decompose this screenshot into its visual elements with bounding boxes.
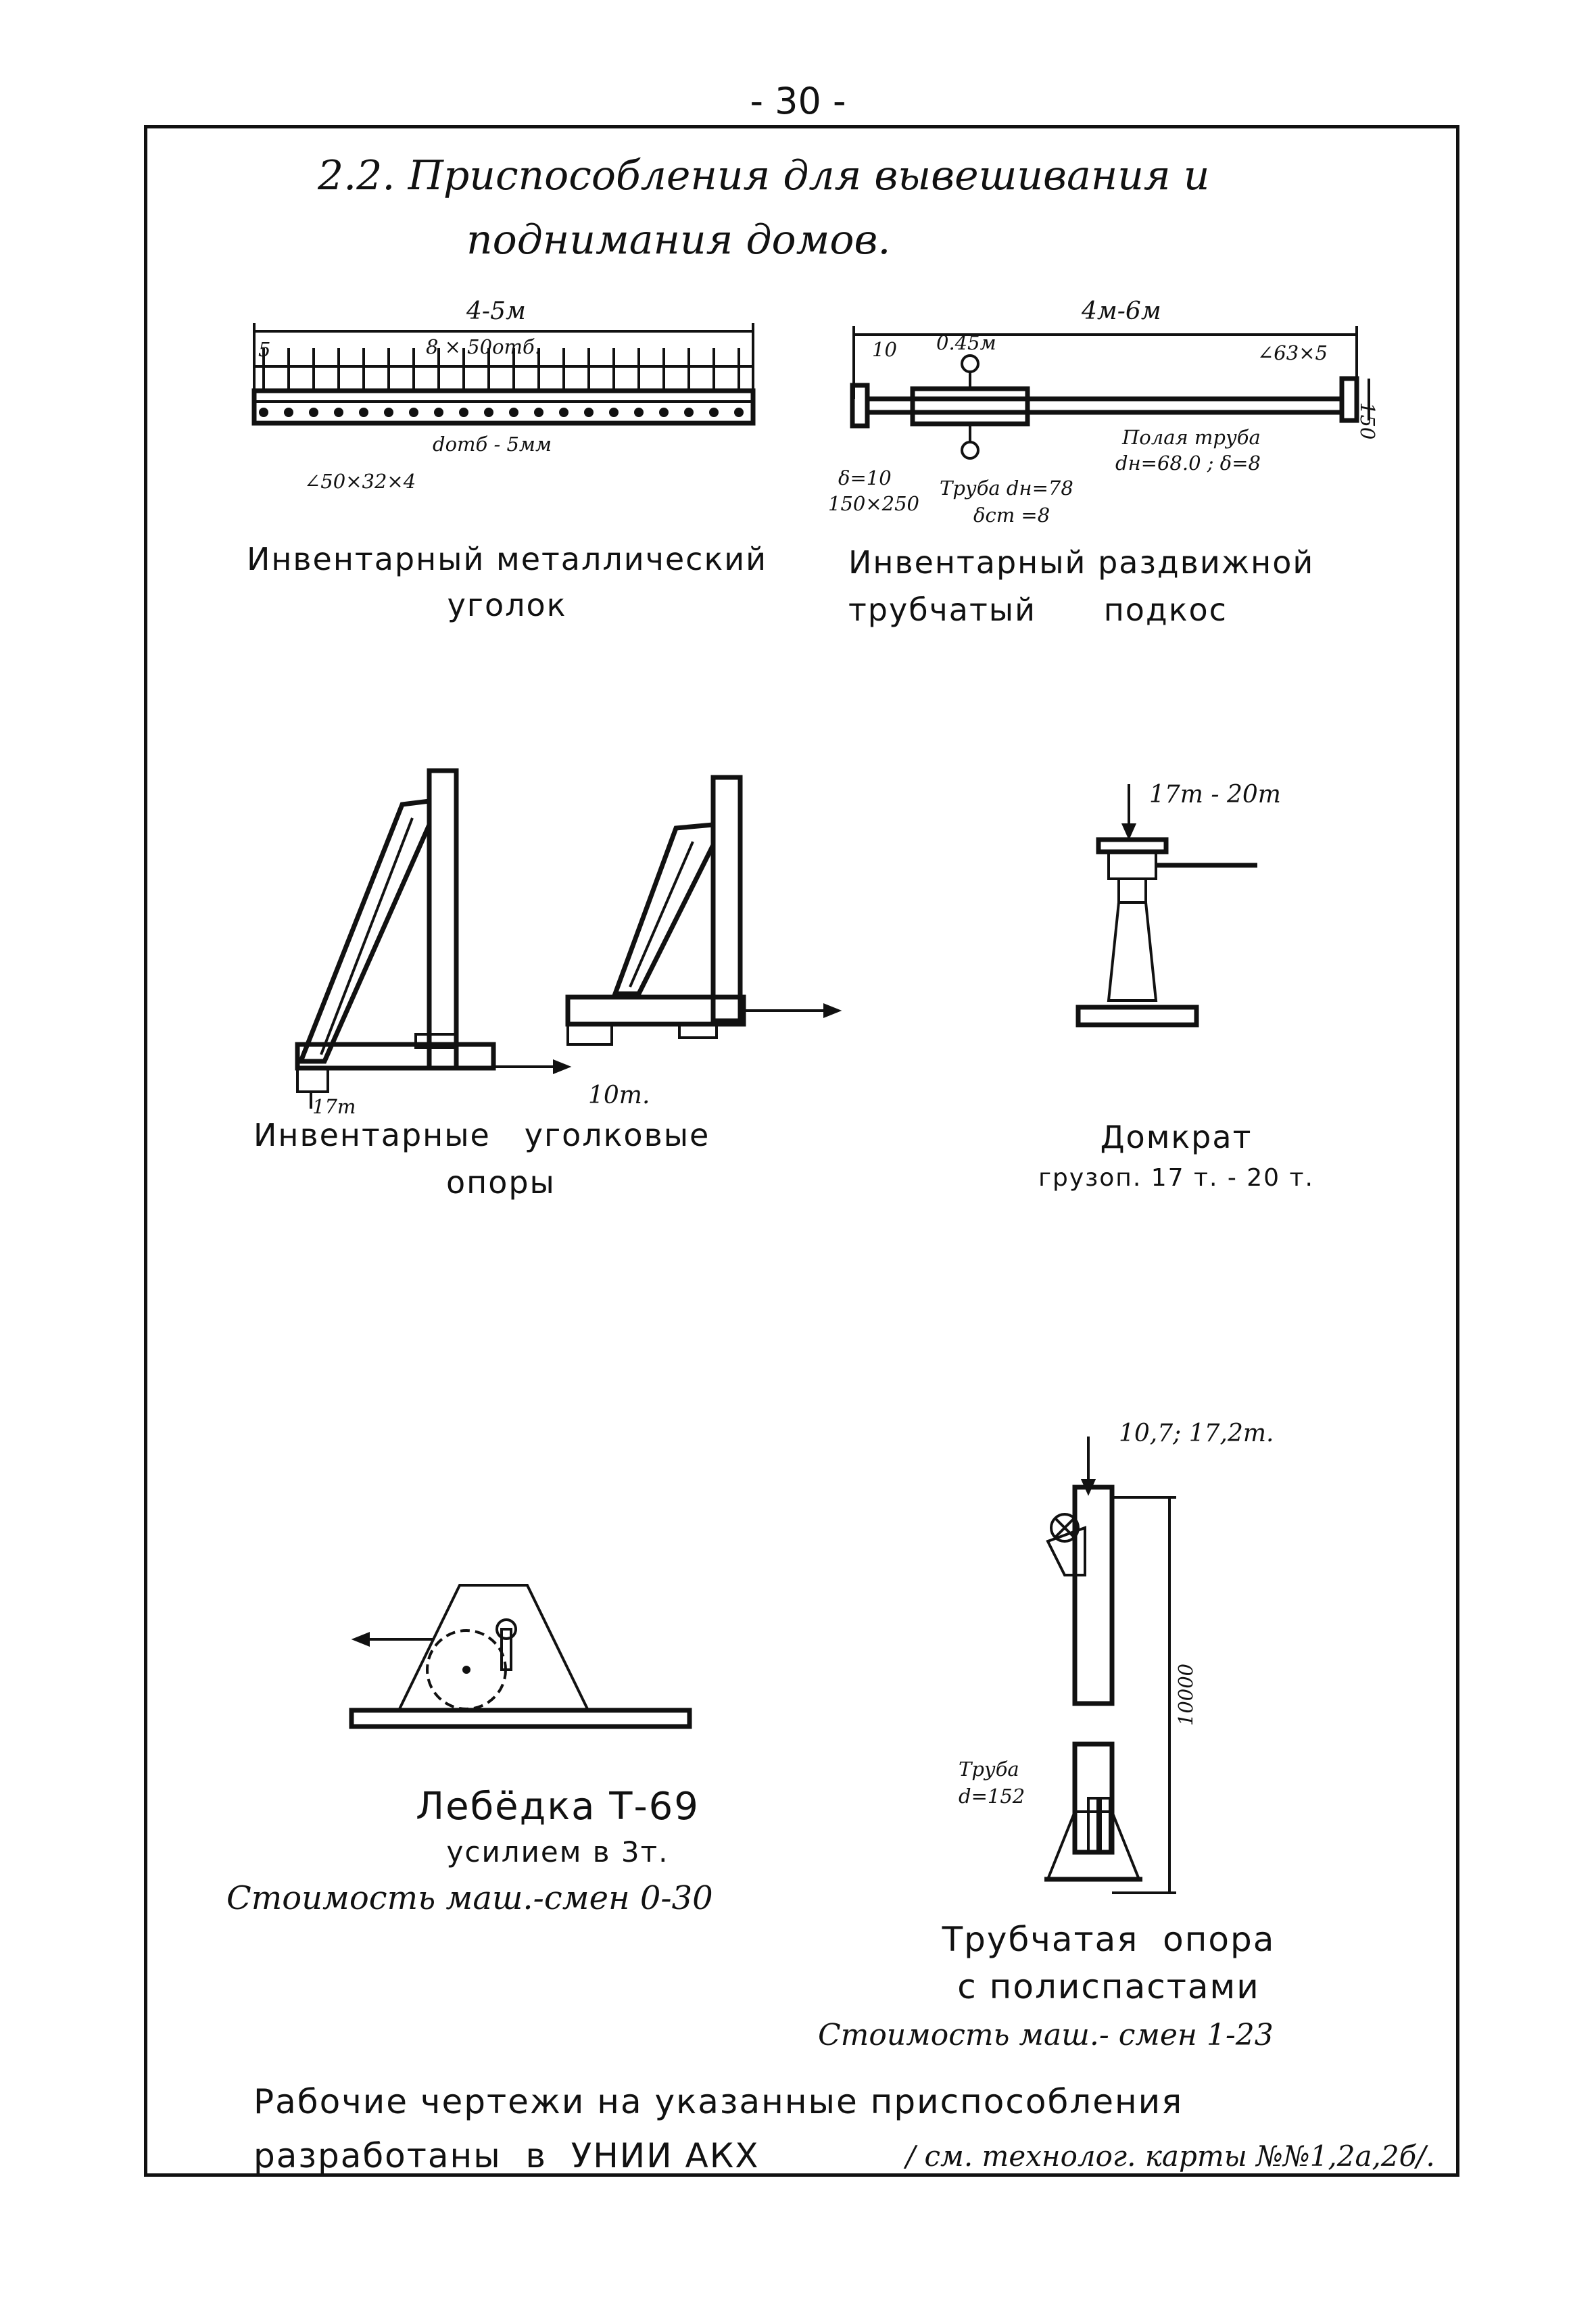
strut-label-hollow1: Полая труба xyxy=(1122,426,1261,449)
jack-drawing xyxy=(1075,784,1257,1028)
jack-load: 17т - 20т xyxy=(1149,781,1281,809)
hole-dot xyxy=(659,408,669,417)
hole-dot xyxy=(434,408,443,417)
angle-iron-dim-5: 5 xyxy=(258,338,271,361)
supports-load1: 17т xyxy=(312,1095,356,1118)
jack-caption-line1: Домкрат xyxy=(1100,1119,1253,1155)
hole-dot xyxy=(359,408,368,417)
strut-dim-10: 10 xyxy=(872,338,897,361)
strut-label-tube2: δст =8 xyxy=(973,504,1050,527)
hole-dot xyxy=(634,408,644,417)
angle-supports-drawing xyxy=(295,768,842,1109)
angle-iron-dim-total: 4-5м xyxy=(466,297,526,325)
hole-dot xyxy=(484,408,493,417)
angle-iron-dim-holes: 8 × 50отб. xyxy=(426,335,541,358)
strut-dim-angle: ∠63×5 xyxy=(1257,341,1328,364)
strut-label-tube1: Труба dн=78 xyxy=(940,477,1073,500)
hole-dot xyxy=(534,408,543,417)
footer-line2-ref: / см. технолог. карты №№1,2а,2б/. xyxy=(906,2140,1435,2173)
angle-iron-drawing xyxy=(251,323,756,426)
angle-iron-dim-profile: ∠50×32×4 xyxy=(304,470,416,493)
angle-iron-dim-hole-dia: dотб - 5мм xyxy=(433,433,552,456)
supports-caption-line1: Инвентарные уголковые xyxy=(253,1117,710,1153)
hole-dot xyxy=(584,408,594,417)
angle-iron-caption-line2: уголок xyxy=(447,587,567,623)
hole-dot xyxy=(334,408,343,417)
hole-dot xyxy=(509,408,518,417)
winch-caption-line3: Стоимость маш.-смен 0-30 xyxy=(226,1879,713,1917)
hole-dot xyxy=(559,408,569,417)
hole-dot xyxy=(609,408,619,417)
strut-dim-045: 0.45м xyxy=(936,331,996,354)
hole-dot xyxy=(709,408,719,417)
winch-caption-line2: усилием в 3т. xyxy=(446,1835,669,1868)
winch-drawing xyxy=(349,1584,692,1729)
tube-support-load: 10,7; 17,2т. xyxy=(1119,1420,1274,1447)
strut-dim-150: 150 xyxy=(1356,402,1379,440)
hole-dot xyxy=(284,408,293,417)
supports-caption-line2: опоры xyxy=(446,1164,556,1201)
tube-support-caption-line2: с полиспастами xyxy=(957,1967,1260,2006)
hole-dot xyxy=(459,408,468,417)
winch-caption-line1: Лебёдка Т-69 xyxy=(416,1785,700,1829)
page-frame xyxy=(144,125,1459,2177)
page-number: - 30 - xyxy=(750,80,846,122)
jack-caption-line2: грузоп. 17 т. - 20 т. xyxy=(1038,1164,1314,1192)
footer-line1: Рабочие чертежи на указанные приспособле… xyxy=(253,2082,1184,2121)
supports-load2: 10т. xyxy=(588,1082,650,1109)
hole-dot xyxy=(309,408,318,417)
section-title-line1: 2.2. Приспособления для вывешивания и xyxy=(318,152,1210,199)
hole-dot xyxy=(734,408,744,417)
tube-support-label-tube2: d=152 xyxy=(959,1785,1025,1808)
strut-drawing xyxy=(850,326,1370,460)
strut-label-hollow2: dн=68.0 ; δ=8 xyxy=(1115,452,1261,475)
tube-support-height: 10000 xyxy=(1174,1663,1198,1727)
footer-line2-main: разработаны в УНИИ АКХ xyxy=(253,2136,760,2175)
hole-dot xyxy=(409,408,418,417)
strut-caption-line1: Инвентарный раздвижной xyxy=(848,544,1315,581)
tube-support-label-tube1: Труба xyxy=(959,1758,1019,1781)
hole-dot xyxy=(684,408,694,417)
angle-iron-caption-line1: Инвентарный металлический xyxy=(246,541,768,577)
strut-label-plate2: 150×250 xyxy=(828,492,920,515)
strut-caption-line2: трубчатый подкос xyxy=(848,592,1228,628)
strut-label-plate1: δ=10 xyxy=(838,466,892,489)
tube-support-caption-line3: Стоимость маш.- смен 1-23 xyxy=(818,2018,1274,2052)
strut-dim-total: 4м-6м xyxy=(1082,297,1161,325)
hole-dot xyxy=(384,408,393,417)
tube-support-caption-line1: Трубчатая опора xyxy=(942,1920,1276,1959)
tube-support-drawing xyxy=(1044,1437,1176,1894)
section-title-line2: поднимания домов. xyxy=(466,216,891,264)
hole-dot xyxy=(259,408,268,417)
